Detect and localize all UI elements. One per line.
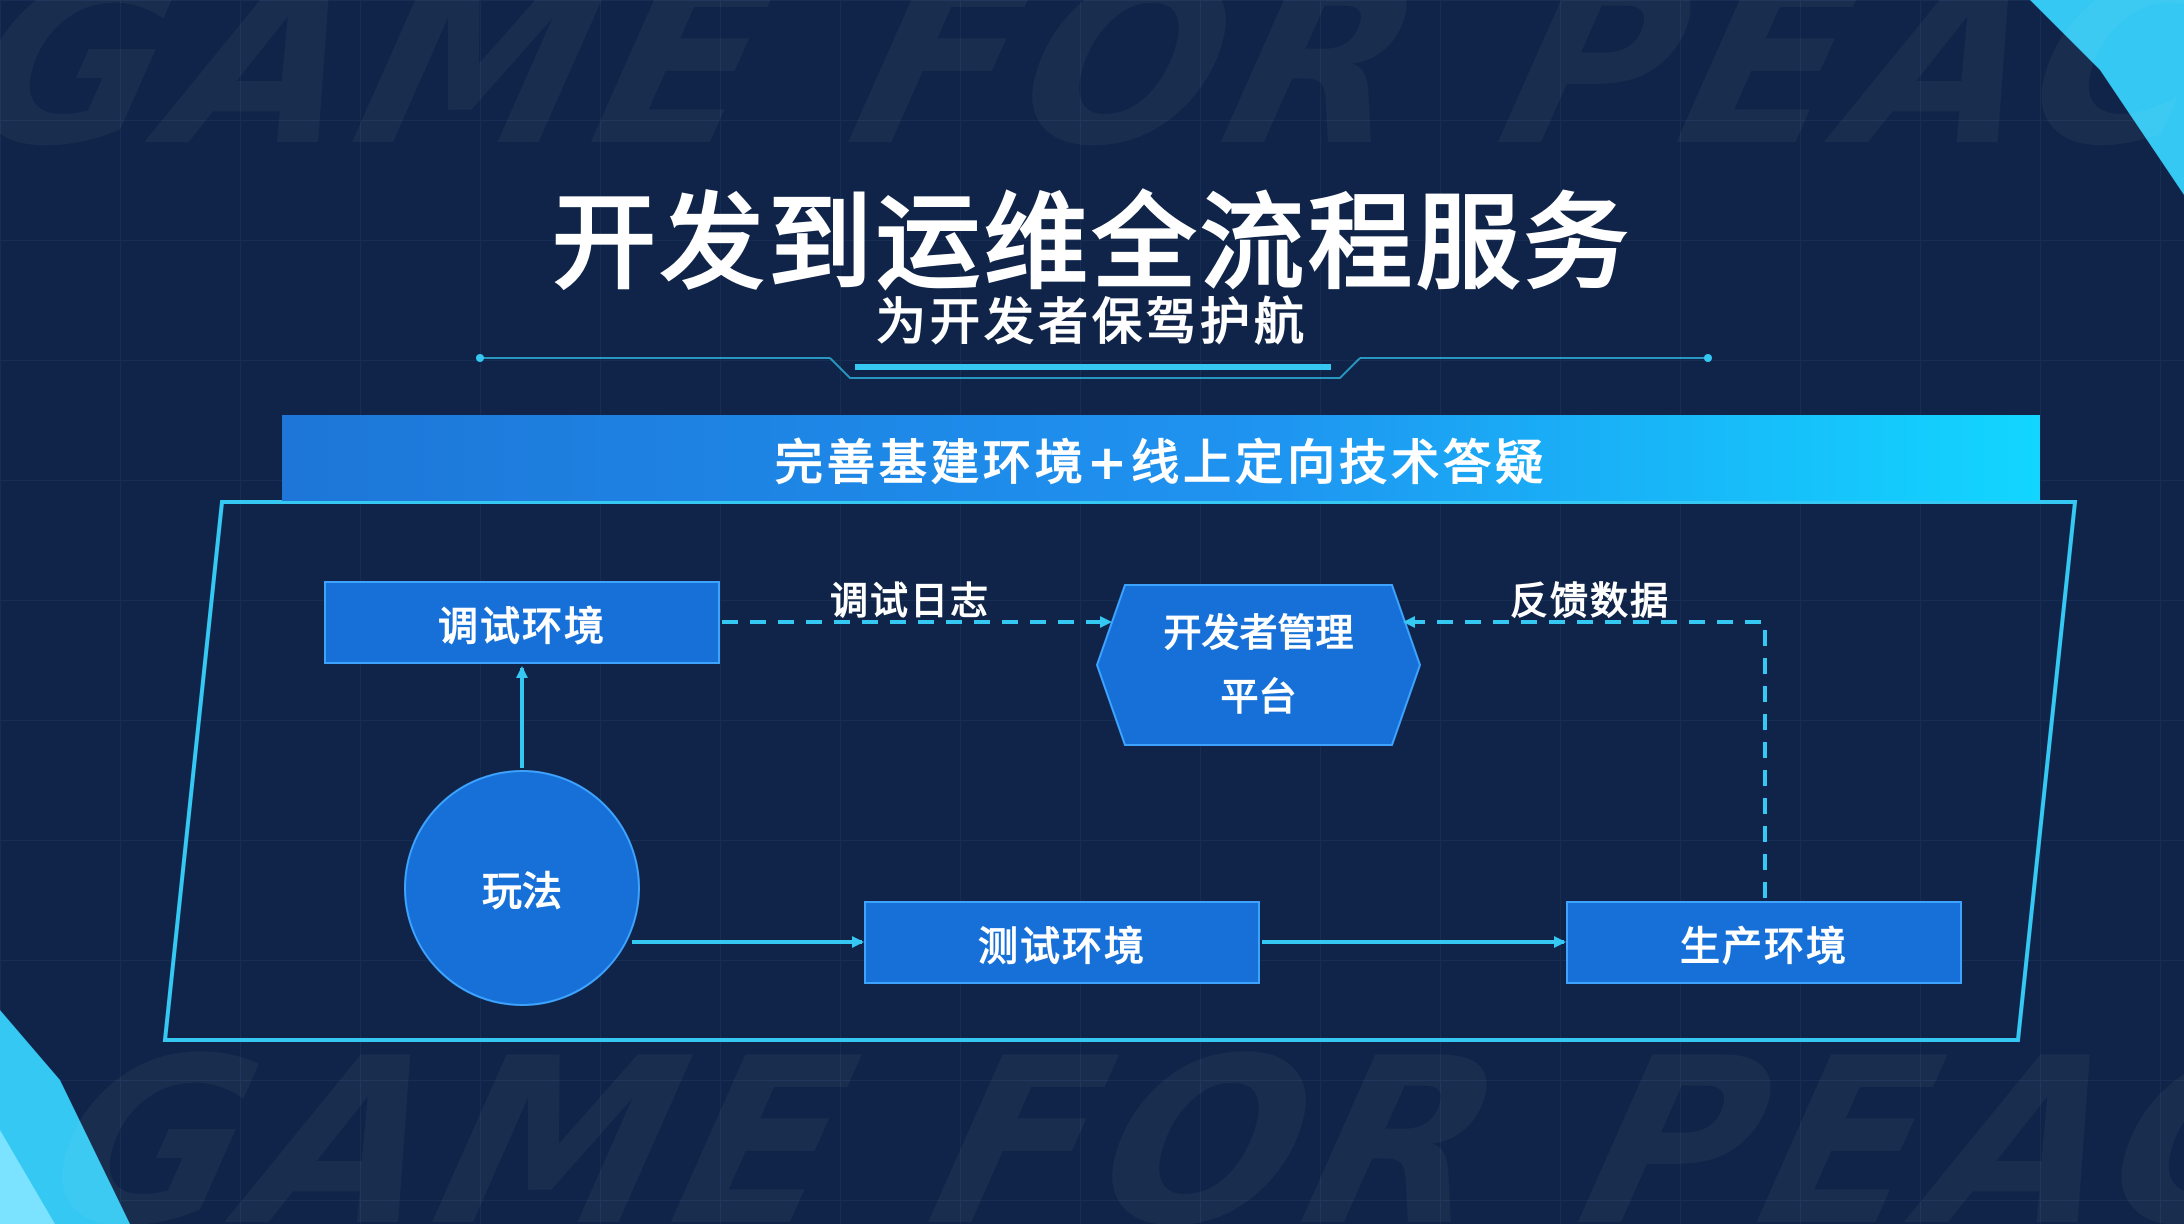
page-title: 开发到运维全流程服务 [551, 182, 1632, 304]
service-banner: 完善基建环境+线上定向技术答疑 [282, 415, 2040, 501]
node-gameplay: 玩法 [404, 770, 640, 1006]
page-subtitle: 为开发者保驾护航 [876, 293, 1308, 351]
node-developer-platform-line2: 平台 [1220, 675, 1297, 719]
edge-prod-to-platform [1403, 616, 1767, 898]
edge-label-debug-log: 调试日志 [830, 579, 991, 623]
node-debug-environment: 调试环境 [324, 581, 720, 664]
diagram-frame [162, 500, 2078, 1042]
node-developer-platform: 开发者管理 平台 [1097, 585, 1420, 745]
title-divider [476, 354, 1712, 379]
service-banner-text: 完善基建环境+线上定向技术答疑 [774, 435, 1548, 491]
corner-accent-bottom-left-inner [0, 1130, 55, 1224]
corner-accent-top-right [2030, 0, 2184, 195]
watermark-bottom: GAME FOR PEACE [27, 1010, 2184, 1224]
edge-label-feedback-data: 反馈数据 [1510, 579, 1671, 623]
node-developer-platform-line1: 开发者管理 [1163, 611, 1354, 655]
corner-accent-bottom-left [0, 1010, 130, 1224]
platform-hexagon [1095, 584, 1422, 746]
node-production-environment: 生产环境 [1566, 901, 1962, 984]
node-test-environment: 测试环境 [864, 901, 1260, 984]
